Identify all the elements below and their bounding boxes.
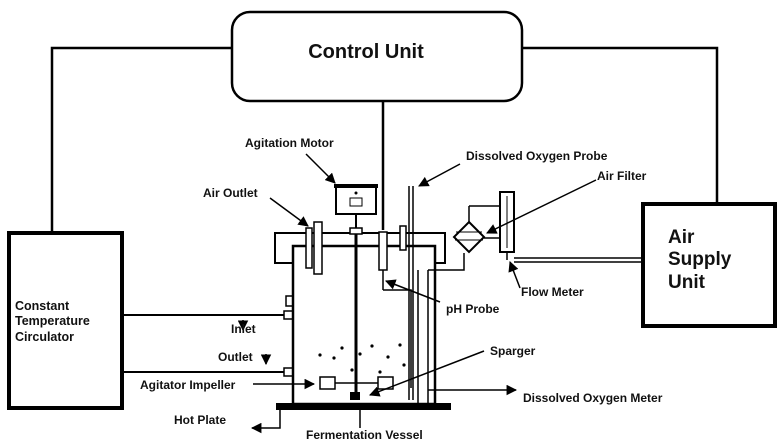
- circulator-label-1: Constant: [15, 299, 70, 313]
- control-unit-box: Control Unit: [230, 10, 524, 103]
- dissolved-oxygen-probe: [399, 186, 455, 400]
- air-supply-unit-box: Air Supply Unit: [641, 202, 777, 328]
- air-supply-label-3: Unit: [668, 272, 706, 293]
- air-supply-label-2: Supply: [668, 249, 732, 270]
- dissolved-oxygen-meter-label: Dissolved Oxygen Meter: [523, 391, 663, 405]
- agitation-motor: [334, 184, 378, 396]
- air-outlet-port: [305, 221, 323, 275]
- hot-plate-label: Hot Plate: [174, 413, 226, 427]
- sparger-label: Sparger: [490, 344, 536, 358]
- dissolved-oxygen-probe-label: Dissolved Oxygen Probe: [466, 149, 608, 163]
- agitation-motor-label: Agitation Motor: [245, 136, 334, 150]
- air-supply-label-1: Air: [668, 227, 695, 248]
- temperature-circulator-box: Constant Temperature Circulator: [7, 231, 124, 410]
- flow-meter-label: Flow Meter: [521, 285, 584, 299]
- callout-arrows: [237, 153, 597, 434]
- air-filter-label: Air Filter: [597, 169, 647, 183]
- fermentation-vessel-label: Fermentation Vessel: [306, 428, 423, 442]
- hot-plate: [276, 403, 451, 410]
- circulator-label-2: Temperature: [15, 314, 90, 328]
- circulator-label-3: Circulator: [15, 330, 74, 344]
- air-line: [428, 191, 643, 271]
- inlet-label: Inlet: [231, 322, 256, 336]
- air-outlet-label: Air Outlet: [203, 186, 258, 200]
- control-wiring: [50, 46, 719, 232]
- control-unit-label: Control Unit: [308, 41, 424, 63]
- air-filter: [452, 220, 486, 254]
- ph-probe-label: pH Probe: [446, 302, 500, 316]
- outlet-label: Outlet: [218, 350, 253, 364]
- circulator-pipes: [122, 295, 295, 377]
- fermentation-vessel: [274, 232, 446, 406]
- agitator-impeller-label: Agitator Impeller: [140, 378, 236, 392]
